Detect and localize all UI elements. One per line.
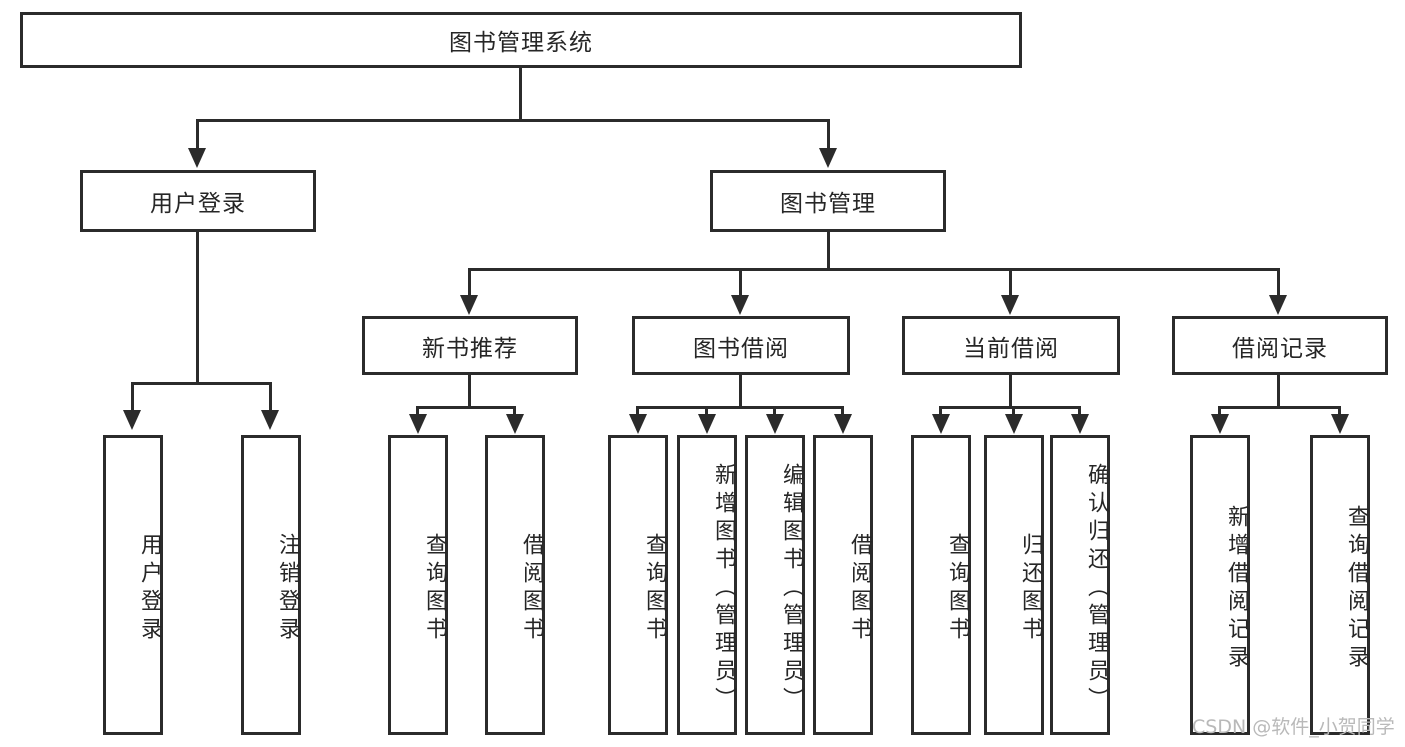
arrow-newbook-to-leaf1 — [409, 414, 427, 434]
leaf-node-query-borrow-record[interactable]: 查询借阅记录 — [1310, 435, 1370, 735]
connector-newbook-l1-stem — [416, 406, 419, 418]
connector-root-bus — [196, 119, 830, 122]
leaf-node-query-book-borrow[interactable]: 查询图书 — [608, 435, 668, 735]
connector-newbook-trunk — [468, 375, 471, 408]
node-user-login[interactable]: 用户登录 — [80, 170, 316, 232]
leaf-label: 查询图书 — [642, 533, 667, 645]
node-book-management[interactable]: 图书管理 — [710, 170, 946, 232]
connector-current-l2-stem — [1012, 406, 1015, 418]
connector-newbook-l2-stem — [513, 406, 516, 418]
connector-record-bus — [1218, 406, 1340, 409]
leaf-node-borrow-book-newbook[interactable]: 借阅图书 — [485, 435, 545, 735]
arrow-borrow-to-leaf3 — [766, 414, 784, 434]
arrow-current-to-leaf3 — [1071, 414, 1089, 434]
connector-bookmgmt-c1-stem — [468, 268, 471, 298]
arrow-current-to-leaf2 — [1005, 414, 1023, 434]
connector-borrow-bus — [636, 406, 844, 409]
leaf-label: 注销登录 — [275, 533, 300, 645]
arrow-login-to-leaf1 — [123, 410, 141, 430]
connector-root-trunk — [519, 68, 522, 121]
leaf-label: 查询图书 — [422, 533, 447, 645]
leaf-label: 借阅图书 — [847, 533, 872, 645]
arrow-bookmgmt-to-record — [1269, 295, 1287, 315]
arrow-bookmgmt-to-current — [1001, 295, 1019, 315]
connector-current-bus — [939, 406, 1081, 409]
arrow-root-to-bookmgmt — [819, 148, 837, 168]
arrow-record-to-leaf2 — [1331, 414, 1349, 434]
leaf-label: 用户登录 — [137, 533, 162, 645]
leaf-label: 编辑图书（管理员） — [779, 463, 804, 715]
leaf-label: 确认归还（管理员） — [1084, 463, 1109, 715]
connector-current-trunk — [1009, 375, 1012, 408]
connector-borrow-l4-stem — [841, 406, 844, 418]
leaf-label: 查询图书 — [945, 533, 970, 645]
connector-borrow-l3-stem — [773, 406, 776, 418]
arrow-newbook-to-leaf2 — [506, 414, 524, 434]
leaf-node-edit-book-admin[interactable]: 编辑图书（管理员） — [745, 435, 805, 735]
connector-newbook-bus — [416, 406, 515, 409]
node-new-book-recommendation[interactable]: 新书推荐 — [362, 316, 578, 375]
leaf-node-query-book-newbook[interactable]: 查询图书 — [388, 435, 448, 735]
connector-borrow-l2-stem — [705, 406, 708, 418]
leaf-node-add-book-admin[interactable]: 新增图书（管理员） — [677, 435, 737, 735]
leaf-label: 新增借阅记录 — [1224, 505, 1249, 673]
arrow-borrow-to-leaf4 — [834, 414, 852, 434]
connector-bookmgmt-c3-stem — [1009, 268, 1012, 298]
leaf-node-confirm-return-admin[interactable]: 确认归还（管理员） — [1050, 435, 1110, 735]
leaf-node-return-book[interactable]: 归还图书 — [984, 435, 1044, 735]
node-current-borrowing[interactable]: 当前借阅 — [902, 316, 1120, 375]
connector-bookmgmt-c4-stem — [1277, 268, 1280, 298]
arrow-borrow-to-leaf1 — [629, 414, 647, 434]
leaf-label: 新增图书（管理员） — [711, 463, 736, 715]
connector-login-leaf2-stem — [269, 382, 272, 412]
connector-bookmgmt-c2-stem — [739, 268, 742, 298]
connector-login-trunk — [196, 232, 199, 384]
leaf-label: 归还图书 — [1018, 533, 1043, 645]
leaf-node-user-login[interactable]: 用户登录 — [103, 435, 163, 735]
connector-borrow-l1-stem — [636, 406, 639, 418]
connector-bookmgmt-trunk — [827, 232, 830, 270]
leaf-node-query-book-current[interactable]: 查询图书 — [911, 435, 971, 735]
arrow-root-to-login — [188, 148, 206, 168]
connector-root-to-login-stem — [196, 119, 199, 152]
connector-borrow-trunk — [739, 375, 742, 408]
connector-root-to-bookmgmt-stem — [827, 119, 830, 152]
leaf-label: 查询借阅记录 — [1344, 505, 1369, 673]
connector-current-l1-stem — [939, 406, 942, 418]
connector-record-trunk — [1277, 375, 1280, 408]
arrow-bookmgmt-to-borrow — [731, 295, 749, 315]
leaf-node-logout[interactable]: 注销登录 — [241, 435, 301, 735]
leaf-label: 借阅图书 — [519, 533, 544, 645]
connector-record-l2-stem — [1338, 406, 1341, 418]
arrow-record-to-leaf1 — [1211, 414, 1229, 434]
connector-record-l1-stem — [1218, 406, 1221, 418]
arrow-borrow-to-leaf2 — [698, 414, 716, 434]
connector-login-bus — [131, 382, 271, 385]
connector-login-leaf1-stem — [131, 382, 134, 412]
leaf-node-add-borrow-record[interactable]: 新增借阅记录 — [1190, 435, 1250, 735]
node-root-book-management-system[interactable]: 图书管理系统 — [20, 12, 1022, 68]
leaf-node-borrow-book[interactable]: 借阅图书 — [813, 435, 873, 735]
csdn-watermark: CSDN @软件_小贺同学 — [1192, 716, 1395, 738]
node-book-borrowing[interactable]: 图书借阅 — [632, 316, 850, 375]
arrow-login-to-leaf2 — [261, 410, 279, 430]
arrow-current-to-leaf1 — [932, 414, 950, 434]
connector-bookmgmt-bus — [468, 268, 1280, 271]
node-borrowing-record[interactable]: 借阅记录 — [1172, 316, 1388, 375]
arrow-bookmgmt-to-newbook — [460, 295, 478, 315]
connector-current-l3-stem — [1078, 406, 1081, 418]
